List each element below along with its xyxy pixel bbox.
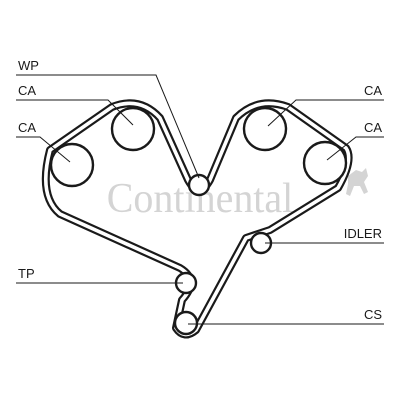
label-cs: CS — [364, 307, 382, 322]
pulley-camshaft-upper-right — [242, 106, 288, 152]
horse-logo-icon — [346, 168, 368, 196]
label-wp: WP — [18, 58, 39, 73]
leader-wp — [16, 74, 200, 179]
label-ca-upper-left: CA — [18, 83, 36, 98]
leader-ca-lower-left — [16, 136, 71, 163]
pulley-camshaft-lower-right — [302, 140, 348, 186]
component-labels: WP CA CA CA CA IDLER TP CS — [18, 58, 382, 322]
pulley-camshaft-upper-left — [110, 106, 156, 152]
leader-ca-lower-right — [326, 136, 384, 161]
pulley-water-pump — [187, 173, 211, 197]
label-ca-lower-left: CA — [18, 120, 36, 135]
leader-ca-upper-left — [16, 99, 134, 126]
pulley-crankshaft — [173, 310, 199, 336]
label-ca-upper-right: CA — [364, 83, 382, 98]
label-tp: TP — [18, 266, 35, 281]
label-idler: IDLER — [344, 226, 382, 241]
leader-ca-upper-right — [267, 99, 384, 127]
pulley-camshaft-lower-left — [49, 142, 95, 188]
label-ca-lower-right: CA — [364, 120, 382, 135]
leader-lines — [16, 74, 384, 325]
